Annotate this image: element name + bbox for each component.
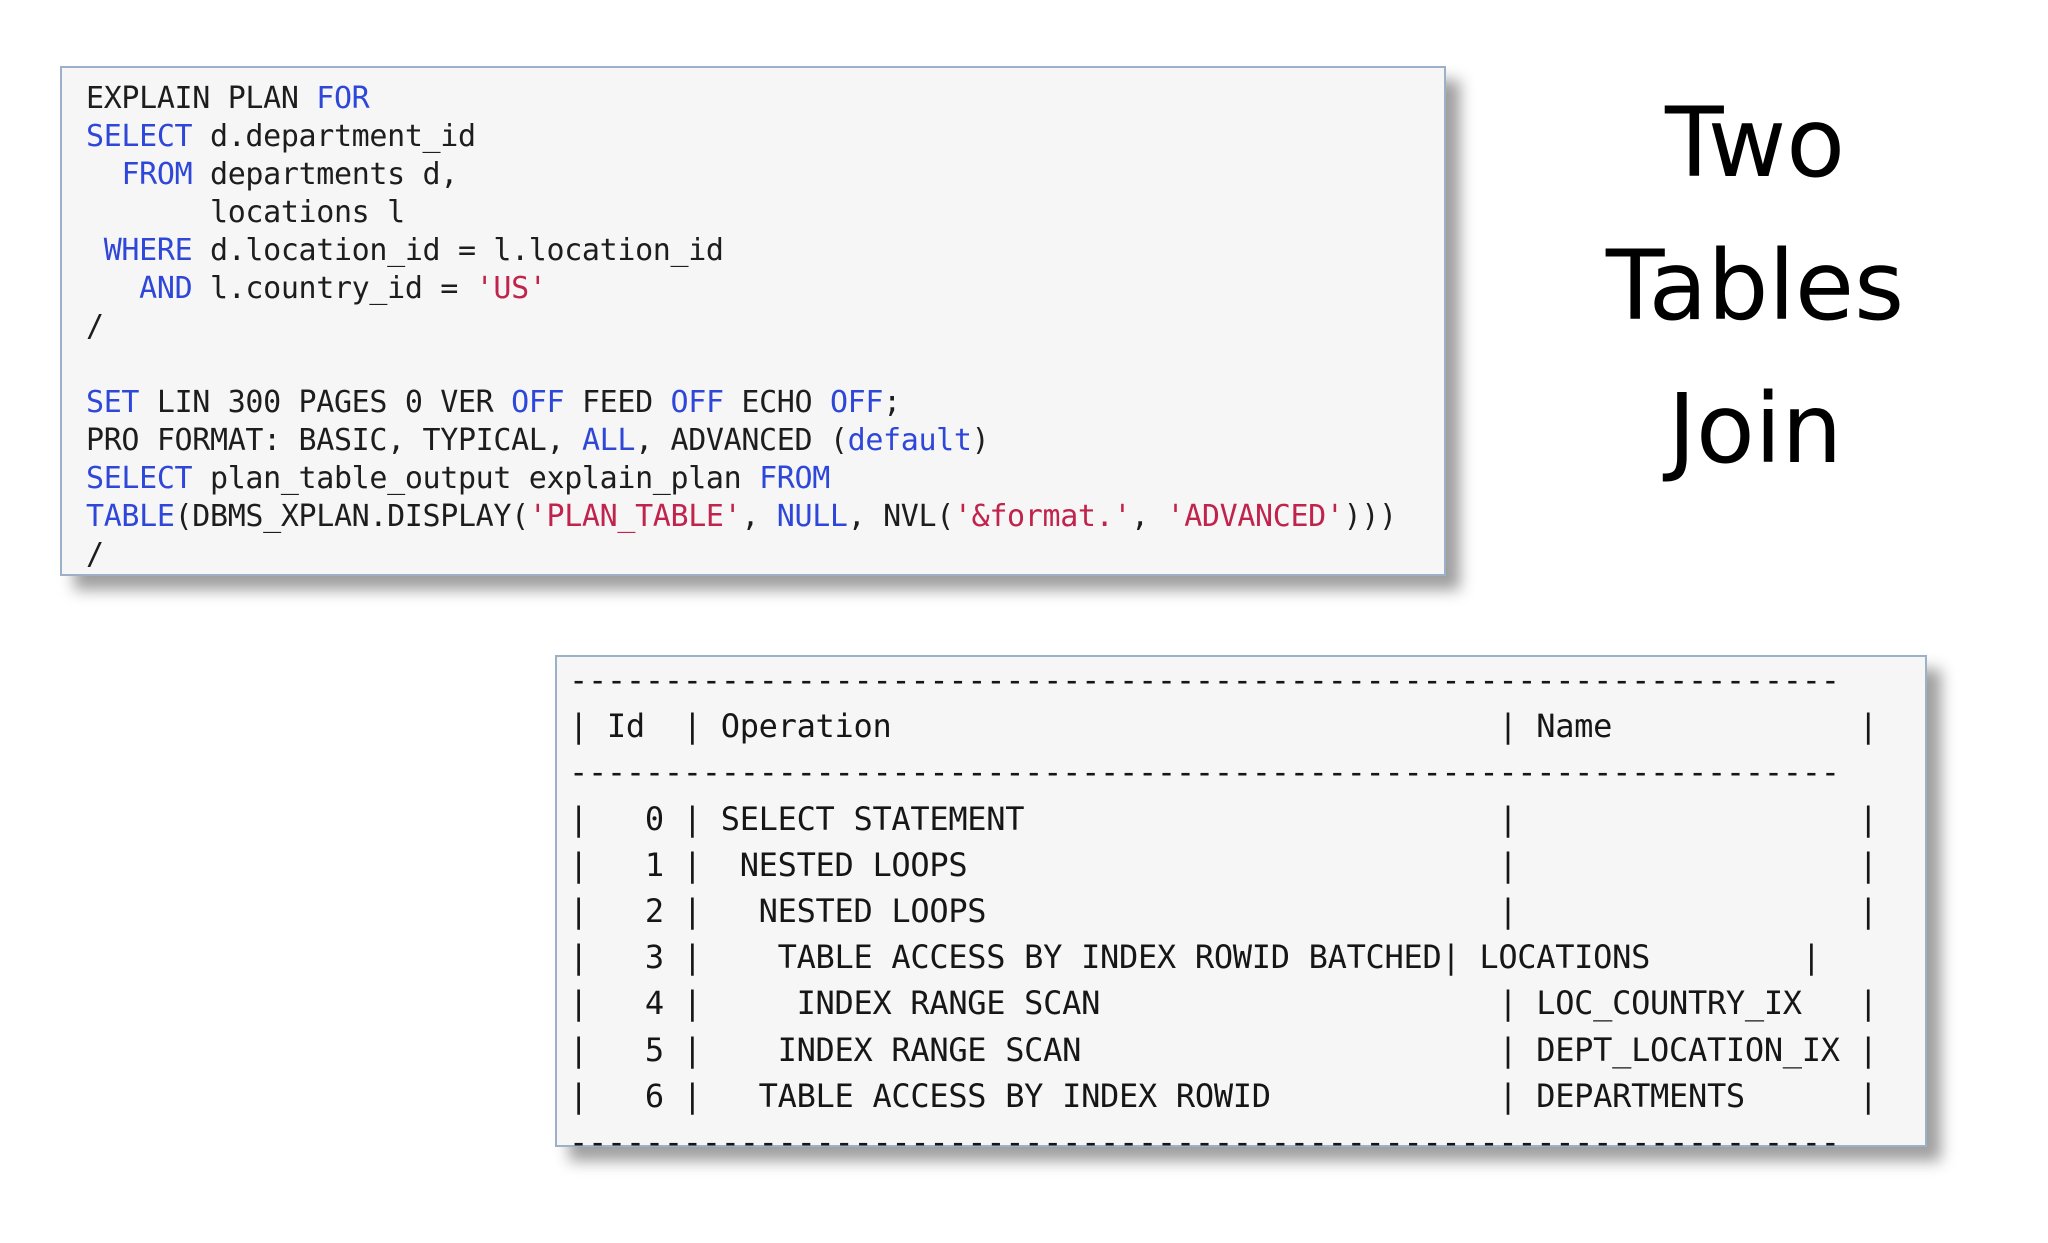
code-line: TABLE(DBMS_XPLAN.DISPLAY('PLAN_TABLE', N… bbox=[86, 499, 1397, 534]
sql-keyword: OFF bbox=[511, 385, 565, 420]
plan-row: | 0 | SELECT STATEMENT | | bbox=[569, 799, 1878, 838]
sql-text: , bbox=[741, 499, 777, 534]
sql-keyword: SELECT bbox=[86, 461, 193, 496]
execution-plan-table: ----------------------------------------… bbox=[569, 657, 1878, 1165]
code-line: AND l.country_id = 'US' bbox=[86, 271, 547, 306]
sql-text: / bbox=[86, 309, 104, 344]
sql-text: ))) bbox=[1343, 499, 1397, 534]
plan-bottom-rule: ----------------------------------------… bbox=[569, 1123, 1840, 1162]
code-line: locations l bbox=[86, 195, 405, 230]
code-line: EXPLAIN PLAN FOR bbox=[86, 81, 370, 116]
sql-text: LIN 300 PAGES 0 VER bbox=[139, 385, 512, 420]
code-line: SET LIN 300 PAGES 0 VER OFF FEED OFF ECH… bbox=[86, 385, 901, 420]
sql-text: locations l bbox=[86, 195, 405, 230]
sql-text bbox=[86, 271, 139, 306]
sql-keyword: TABLE bbox=[86, 499, 175, 534]
plan-row: | 2 | NESTED LOOPS | | bbox=[569, 892, 1878, 931]
sql-text: / bbox=[86, 537, 104, 572]
sql-text: ; bbox=[883, 385, 901, 420]
code-line: SELECT d.department_id bbox=[86, 119, 476, 154]
plan-rows: | 0 | SELECT STATEMENT | | | 1 | NESTED … bbox=[569, 800, 1878, 1115]
sql-text: , bbox=[1131, 499, 1167, 534]
sql-text: d.location_id = l.location_id bbox=[192, 233, 724, 268]
plan-row: | 5 | INDEX RANGE SCAN | DEPT_LOCATION_I… bbox=[569, 1030, 1878, 1069]
code-line: / bbox=[86, 309, 104, 344]
sql-text: , ADVANCED ( bbox=[635, 423, 848, 458]
sql-keyword: default bbox=[847, 423, 972, 458]
title-line-1: Two bbox=[1665, 87, 1845, 199]
sql-string: 'ADVANCED' bbox=[1166, 499, 1344, 534]
sql-text: PRO FORMAT: BASIC, TYPICAL, bbox=[86, 423, 582, 458]
sql-code-box: EXPLAIN PLAN FOR SELECT d.department_id … bbox=[60, 66, 1446, 576]
sql-text: l.country_id = bbox=[192, 271, 476, 306]
sql-string: 'PLAN_TABLE' bbox=[528, 499, 742, 534]
sql-text: d.department_id bbox=[192, 119, 476, 154]
plan-row: | 4 | INDEX RANGE SCAN | LOC_COUNTRY_IX … bbox=[569, 984, 1878, 1023]
sql-text bbox=[86, 157, 121, 192]
code-line: FROM departments d, bbox=[86, 157, 458, 192]
plan-row: | 3 | TABLE ACCESS BY INDEX ROWID BATCHE… bbox=[569, 938, 1821, 977]
title-line-3: Join bbox=[1667, 373, 1843, 485]
sql-text: departments d, bbox=[192, 157, 458, 192]
sql-text: FEED bbox=[564, 385, 671, 420]
plan-row: | 1 | NESTED LOOPS | | bbox=[569, 845, 1878, 884]
sql-keyword: FROM bbox=[759, 461, 830, 496]
code-line: SELECT plan_table_output explain_plan FR… bbox=[86, 461, 830, 496]
sql-keyword: FROM bbox=[121, 157, 193, 192]
sql-text: , NVL( bbox=[847, 499, 955, 534]
sql-keyword: OFF bbox=[670, 385, 724, 420]
sql-keyword: ALL bbox=[581, 423, 636, 458]
sql-text: EXPLAIN PLAN bbox=[86, 81, 317, 116]
execution-plan-box: ----------------------------------------… bbox=[555, 655, 1927, 1161]
code-line: WHERE d.location_id = l.location_id bbox=[86, 233, 724, 268]
sql-keyword: NULL bbox=[776, 499, 848, 534]
sql-keyword: OFF bbox=[829, 385, 884, 420]
sql-string: '&format.' bbox=[953, 499, 1132, 534]
plan-row: | 6 | TABLE ACCESS BY INDEX ROWID | DEPA… bbox=[569, 1076, 1878, 1115]
sql-code: EXPLAIN PLAN FOR SELECT d.department_id … bbox=[86, 80, 1397, 574]
sql-text: ECHO bbox=[723, 385, 830, 420]
sql-keyword: WHERE bbox=[103, 233, 193, 268]
sql-keyword: SELECT bbox=[86, 119, 193, 154]
sql-string: 'US' bbox=[475, 271, 547, 306]
plan-header-row: | Id | Operation | Name | bbox=[569, 707, 1878, 746]
sql-keyword: SET bbox=[86, 385, 140, 420]
sql-keyword: FOR bbox=[316, 81, 370, 116]
sql-text: (DBMS_XPLAN.DISPLAY( bbox=[174, 499, 530, 534]
sql-keyword: AND bbox=[139, 271, 193, 306]
code-line: / bbox=[86, 537, 104, 572]
title-line-2: Tables bbox=[1605, 230, 1905, 342]
slide-title: Two Tables Join bbox=[1560, 72, 1950, 501]
sql-text: ) bbox=[971, 423, 990, 458]
plan-top-rule: ----------------------------------------… bbox=[569, 661, 1840, 699]
sql-text: plan_table_output explain_plan bbox=[192, 461, 760, 496]
sql-text bbox=[86, 233, 104, 268]
plan-header-rule: ----------------------------------------… bbox=[569, 753, 1840, 792]
code-line: PRO FORMAT: BASIC, TYPICAL, ALL, ADVANCE… bbox=[86, 423, 990, 458]
